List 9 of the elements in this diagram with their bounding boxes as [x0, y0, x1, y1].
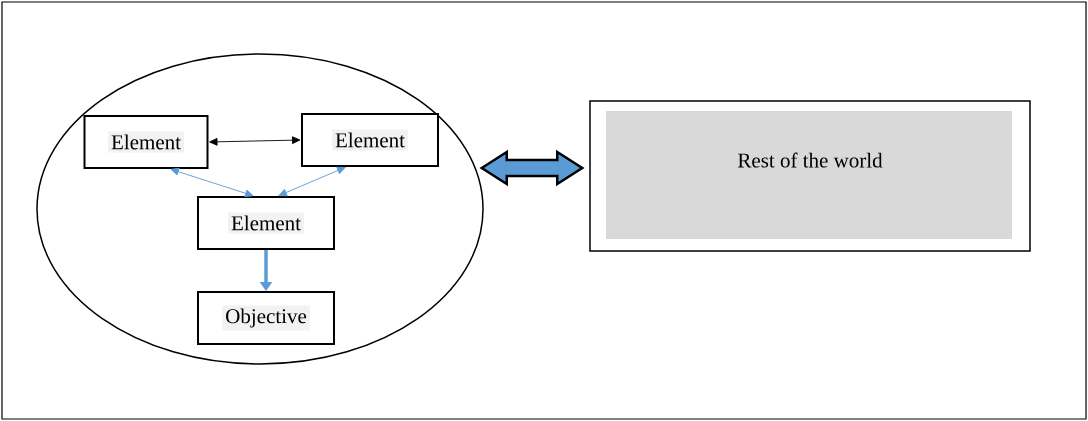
element-box: Element [83, 115, 209, 169]
arrow [170, 167, 254, 198]
element-box: Element [301, 113, 439, 167]
arrow [209, 136, 301, 146]
element-box: Element [197, 196, 335, 250]
element-box: Objective [197, 291, 335, 345]
ellipse-outline [36, 53, 484, 365]
world-box: Rest of the world [589, 100, 1031, 252]
arrow [278, 166, 346, 197]
